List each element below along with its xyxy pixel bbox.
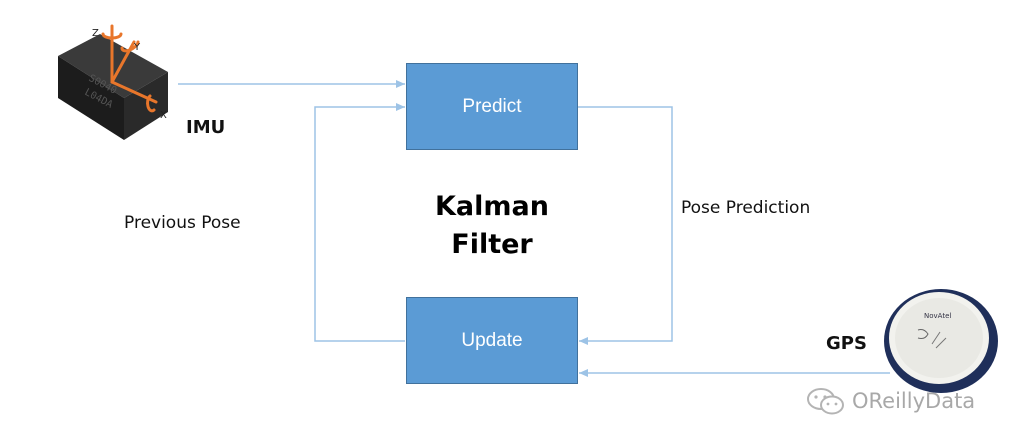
imu-axis-z-label: Z — [92, 28, 99, 39]
watermark-text: OReillyData — [852, 389, 976, 413]
update-node: Update — [406, 297, 578, 384]
predict-node-label: Predict — [462, 95, 522, 117]
pose-prediction-label: Pose Prediction — [681, 198, 811, 218]
update-node-label: Update — [461, 329, 523, 351]
imu-axis-x-label: X — [160, 110, 167, 121]
title-line-1: Kalman — [435, 191, 549, 222]
watermark: OReillyData — [806, 386, 975, 416]
imu-axis-y-label: Y — [133, 42, 141, 53]
pose-prediction-loop-arrow — [578, 106, 673, 345]
predict-node: Predict — [406, 63, 578, 150]
wechat-icon — [807, 388, 844, 415]
diagram-title: Kalman Filter — [430, 188, 554, 264]
gps-brand-text: NovAtel — [924, 312, 951, 320]
imu-chip-image: S0040 L04DA Z Y X — [58, 24, 168, 140]
gps-label: GPS — [826, 333, 867, 354]
title-line-2: Filter — [451, 229, 533, 260]
previous-pose-loop-arrow — [314, 103, 405, 342]
previous-pose-label: Previous Pose — [124, 213, 241, 233]
imu-label: IMU — [186, 117, 226, 138]
